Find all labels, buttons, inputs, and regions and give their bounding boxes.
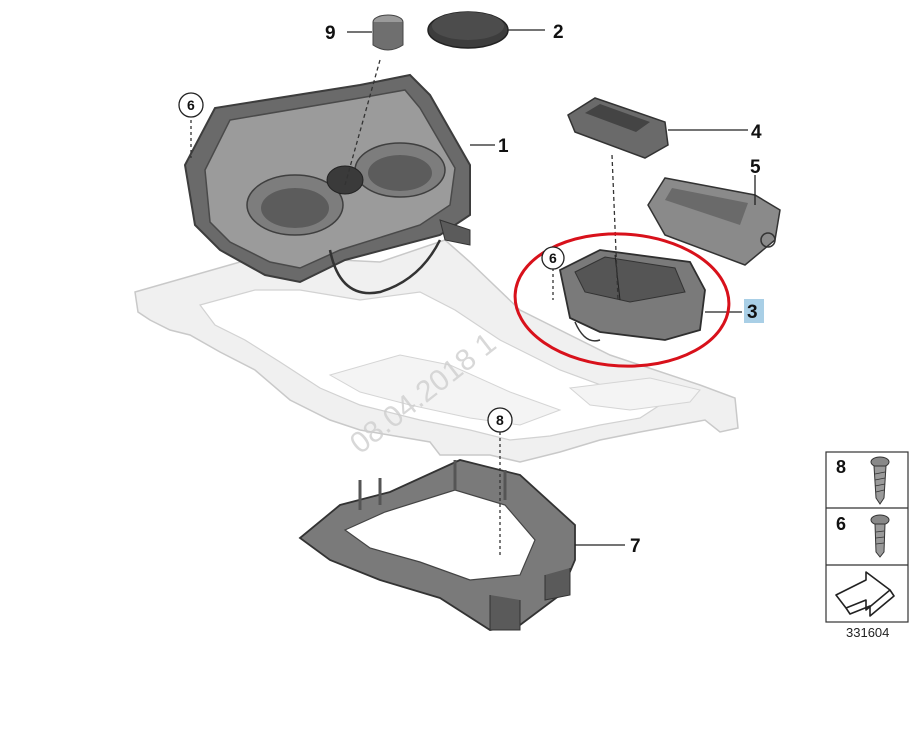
svg-text:3: 3: [747, 302, 758, 323]
part-9-knob: [372, 14, 404, 51]
legend-item-screw-8: 8: [836, 456, 890, 505]
callout-part-8: 8: [487, 407, 513, 433]
callout-part-6-right: 6: [541, 246, 565, 270]
console-trim-panel: [134, 239, 739, 463]
part-5-tray-insert: [647, 177, 781, 266]
diagram-id: 331604: [846, 625, 889, 640]
callout-part-2: 2: [553, 22, 564, 43]
callout-part-5: 5: [750, 157, 761, 178]
arrow-next-icon[interactable]: [835, 571, 895, 617]
part-7-bracket: [298, 459, 576, 631]
legend-item-screw-6: 6: [836, 514, 890, 558]
callout-part-4: 4: [751, 122, 762, 143]
part-3-storage-compartment: [558, 249, 706, 342]
part-4-tray: [567, 97, 669, 159]
torx-screw-long-icon: [870, 456, 890, 505]
callout-part-3-selected[interactable]: 3: [744, 299, 764, 323]
callout-part-1: 1: [498, 136, 509, 157]
assembly-lines: [190, 59, 619, 555]
svg-text:6: 6: [549, 250, 557, 266]
callout-part-6-top: 6: [178, 92, 204, 118]
svg-text:6: 6: [836, 514, 846, 534]
callout-part-7: 7: [630, 536, 641, 557]
highlight-ellipse: [513, 232, 731, 368]
callout-part-9: 9: [325, 23, 336, 44]
torx-screw-short-icon: [870, 514, 890, 558]
fastener-legend: 8 6: [825, 451, 909, 623]
svg-text:8: 8: [836, 457, 846, 477]
leader-lines: [347, 29, 756, 546]
part-1-cupholder-housing: [183, 73, 471, 295]
part-2-round-cover: [427, 11, 509, 49]
svg-text:6: 6: [187, 97, 195, 113]
svg-text:8: 8: [496, 412, 504, 428]
